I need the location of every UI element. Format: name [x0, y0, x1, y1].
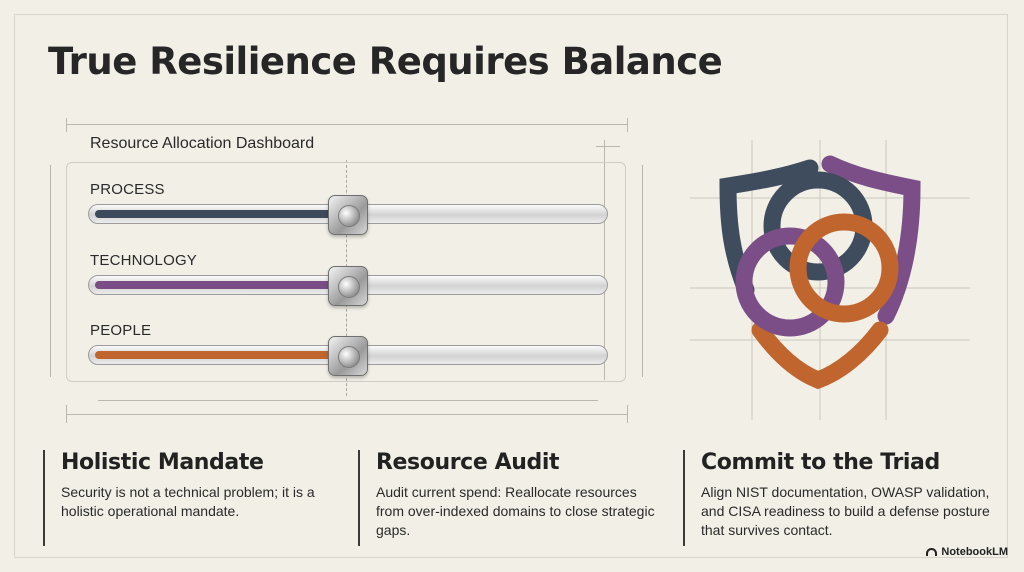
column-heading: Holistic Mandate	[61, 450, 264, 475]
shield-segment-slate	[719, 159, 819, 299]
column-body: Align NIST documentation, OWASP validati…	[701, 484, 990, 538]
column-commit-triad: Commit to the Triad Align NIST documenta…	[683, 450, 1001, 546]
column-divider	[358, 450, 360, 546]
column-body: Audit current spend: Reallocate resource…	[376, 484, 655, 538]
column-divider	[43, 450, 45, 546]
slider-label-technology: TECHNOLOGY	[90, 252, 198, 269]
technology-slider-fill	[95, 281, 346, 289]
people-slider-fill	[95, 351, 346, 359]
page-title: True Resilience Requires Balance	[48, 40, 723, 83]
people-slider-thumb[interactable]	[328, 336, 368, 376]
guide-line	[627, 405, 628, 423]
guide-line	[596, 146, 620, 147]
column-divider	[683, 450, 685, 546]
shield-segment-purple	[821, 155, 921, 325]
technology-slider-thumb[interactable]	[328, 266, 368, 306]
brand-watermark: NotebookLM	[926, 546, 1008, 558]
guide-line	[66, 118, 67, 132]
resource-dashboard: Resource Allocation Dashboard PROCESS TE…	[50, 118, 643, 423]
column-body: Security is not a technical problem; it …	[61, 484, 315, 519]
page-frame	[14, 14, 1008, 558]
notebooklm-icon	[926, 548, 938, 556]
column-heading: Commit to the Triad	[701, 450, 940, 475]
dashboard-title: Resource Allocation Dashboard	[90, 135, 315, 152]
ring-purple	[735, 227, 845, 337]
guide-line	[66, 414, 628, 415]
slider-label-people: PEOPLE	[90, 322, 152, 339]
guide-line	[98, 400, 598, 401]
guide-line	[50, 165, 51, 377]
guide-line	[642, 165, 643, 377]
slider-label-process: PROCESS	[90, 181, 165, 198]
guide-line	[604, 140, 605, 380]
guide-line	[627, 118, 628, 132]
guide-line	[66, 405, 67, 423]
guide-line	[66, 124, 628, 125]
process-slider-thumb[interactable]	[328, 195, 368, 235]
ring-orange	[789, 213, 899, 323]
process-slider-fill	[95, 210, 346, 218]
brand-label: NotebookLM	[941, 546, 1008, 558]
dashboard-panel	[66, 162, 626, 382]
shield-segment-orange	[751, 321, 889, 390]
column-heading: Resource Audit	[376, 450, 560, 475]
column-holistic-mandate: Holistic Mandate Security is not a techn…	[43, 450, 343, 546]
shield-triad-icon	[690, 140, 970, 420]
column-resource-audit: Resource Audit Audit current spend: Real…	[358, 450, 668, 546]
